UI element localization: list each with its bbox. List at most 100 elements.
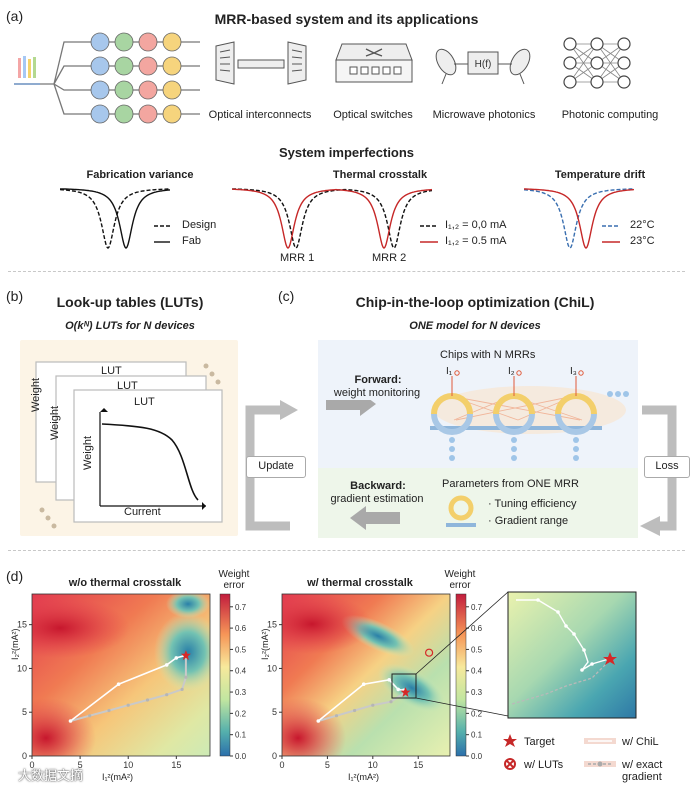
panel-c-title: Chip-in-the-loop optimization (ChiL) (355, 294, 595, 310)
imperfection-title-fab: Fabrication variance (86, 169, 194, 181)
lut-card-title-back: LUT (101, 365, 122, 377)
colorbar-tick-label: 0.0 (235, 752, 247, 761)
chips-label: Chips with N MRRs (440, 349, 536, 361)
single-mrr-icon (446, 495, 476, 527)
exact-gradient-point (126, 703, 130, 707)
plot1-title: w/o thermal crosstalk (68, 577, 182, 589)
chil-point (116, 682, 121, 686)
crosstalk-legend (420, 225, 438, 243)
chip-mrr-illustration (430, 370, 629, 461)
panel-c-label: (c) (278, 288, 295, 304)
chil-point (316, 719, 321, 723)
colorbar-tick-label: 0.5 (471, 645, 483, 654)
app-label-switches: Optical switches (333, 109, 413, 121)
plot2-title: w/ thermal crosstalk (307, 577, 413, 589)
plot1-xlabel: I₁²(mA²) (102, 772, 134, 782)
fab-legend-design: Design (182, 219, 217, 231)
panel-b-subtitle: O(kᴺ) LUTs for N devices (65, 320, 195, 332)
colorbar-tick-label: 0.3 (235, 688, 247, 697)
optical-switch-icon (335, 43, 413, 83)
colorbar-tick-label: 0.4 (471, 667, 483, 676)
watermark: 大数据文摘 (18, 768, 84, 783)
target-marker (180, 650, 191, 661)
fab-legend-fab: Fab (182, 235, 201, 247)
plot1-ytick-label: 5 (22, 707, 27, 717)
plot2-xtick-label: 0 (279, 760, 284, 770)
thermal-crosstalk-spectrum (232, 188, 432, 249)
divider-2 (8, 550, 685, 551)
lut-xlabel: Current (124, 506, 161, 518)
divider (8, 271, 685, 272)
luts-marker (425, 648, 434, 657)
drift-legend-23: 23°C (630, 235, 655, 247)
backward-title: Backward: (350, 480, 406, 492)
exact-gradient-path (318, 691, 407, 722)
plot2-xtick-label: 10 (368, 760, 378, 770)
hf-label: H(f) (475, 59, 492, 70)
param-gradient-range: · Gradient range (488, 515, 569, 527)
exact-gradient-point (353, 708, 357, 713)
plot1-ytick-label: 10 (17, 663, 27, 673)
zoom-inset (416, 591, 637, 719)
legend-luts: w/ LUTs (524, 759, 564, 771)
plot1-ytick-label: 15 (17, 620, 27, 630)
imperfection-title-drift: Temperature drift (554, 169, 646, 181)
exact-gradient-point (107, 708, 111, 713)
colorbar-tick-label: 0.7 (471, 603, 483, 612)
plot1-ytick-label: 0 (22, 751, 27, 761)
panel-a-label: (a) (6, 8, 24, 24)
optical-interconnects-icon (215, 41, 307, 85)
forward-subtitle: weight monitoring (333, 387, 421, 399)
colorbar-tick-label: 0.1 (471, 731, 483, 740)
crosstalk-legend-1: I₁,₂ = 0.5 mA (445, 235, 507, 247)
ring-label-1: MRR 1 (280, 252, 315, 264)
colorbar-tick-label: 0.3 (471, 688, 483, 697)
lut-ylabel-front: Weight (82, 435, 94, 470)
panel-d-legend (503, 734, 616, 770)
exact-gradient-point (145, 698, 150, 702)
fab-legend (154, 225, 170, 243)
colorbar-tick-label: 0.6 (471, 624, 483, 633)
panel-d-label: (d) (6, 568, 24, 584)
chil-point (68, 719, 73, 723)
photonic-computing-icon (563, 37, 631, 89)
colorbar-tick-label: 0.1 (235, 731, 247, 740)
colorbar-tick-label: 0.2 (235, 709, 247, 718)
chil-point (396, 687, 400, 692)
lut-card-title-front: LUT (134, 396, 155, 408)
exact-gradient-point (184, 675, 188, 679)
drift-legend-22: 22°C (630, 219, 655, 231)
colorbar-tick-label: 0.0 (471, 752, 483, 761)
exact-gradient-point (165, 693, 169, 697)
chil-point (361, 682, 366, 686)
mrr-rings (90, 32, 182, 124)
app-label-computing: Photonic computing (561, 109, 659, 121)
chil-point (174, 656, 179, 660)
current-label-2: I₂ (508, 366, 515, 377)
colorbar-tick-label: 0.6 (235, 624, 247, 633)
colorbar-tick-label: 0.4 (235, 667, 247, 676)
panel-b-label: (b) (6, 288, 24, 304)
update-label: Update (258, 460, 294, 472)
mrr-array-illustration (14, 32, 200, 124)
lut-card-title-mid: LUT (117, 380, 138, 392)
imperfection-title-crosstalk: Thermal crosstalk (332, 169, 428, 181)
plot2-xtick-label: 15 (413, 760, 423, 770)
backward-box (318, 468, 638, 538)
plot1-xtick-label: 5 (78, 760, 83, 770)
exact-gradient-point (88, 714, 92, 718)
panel-a-title: MRR-based system and its applications (214, 11, 479, 27)
plot2-xtick-label: 5 (325, 760, 330, 770)
app-label-interconnects: Optical interconnects (208, 109, 312, 121)
target-marker (400, 687, 411, 698)
current-label-1: I₁ (446, 366, 453, 377)
plot2-ytick-label: 15 (267, 620, 277, 630)
update-button (246, 456, 306, 478)
plot1-ylabel: I₂²(mA²) (10, 628, 20, 660)
lut-ylabel-back: Weight (30, 377, 42, 412)
plot2-xlabel: I₁²(mA²) (348, 772, 380, 782)
lut-ylabel-mid: Weight (49, 405, 61, 440)
